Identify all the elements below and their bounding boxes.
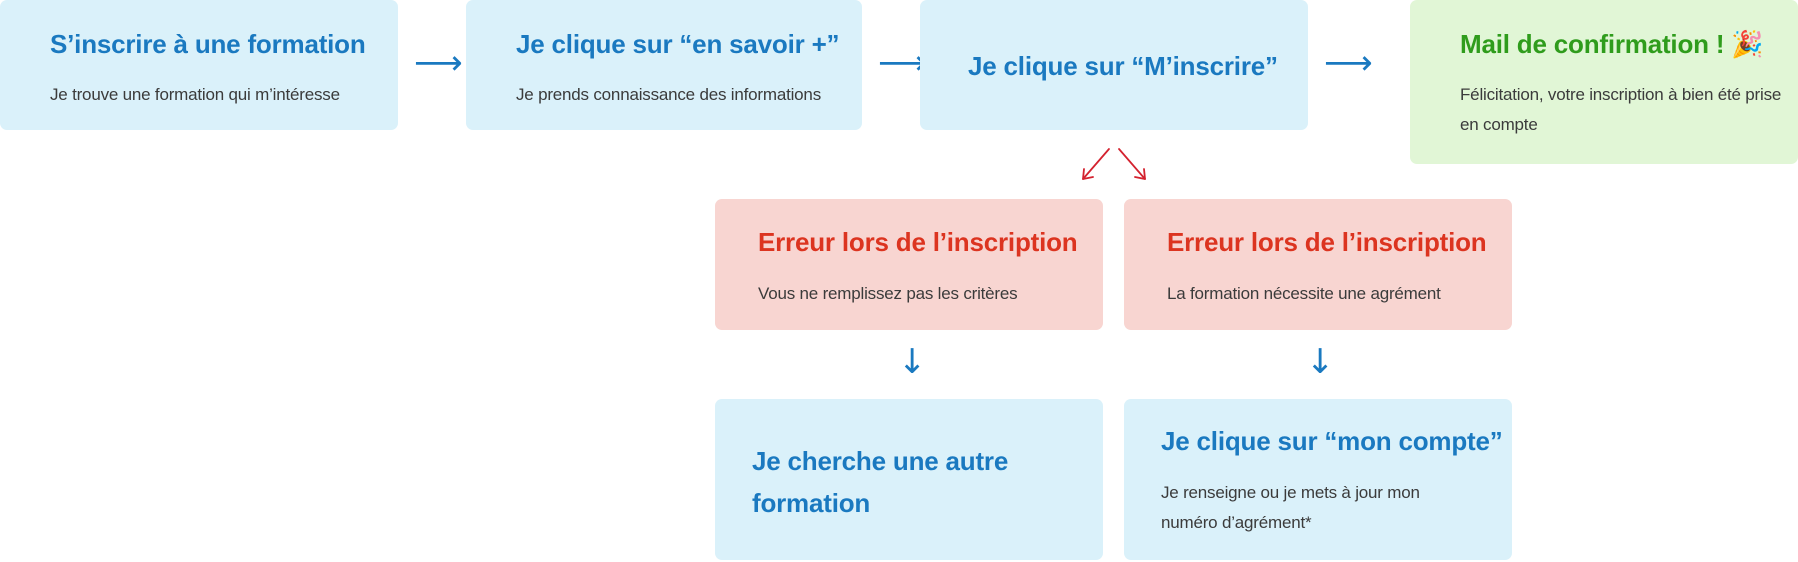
error-desc-agrement: La formation nécessite une agrément — [1167, 284, 1441, 303]
error-desc-criteres: Vous ne remplissez pas les critères — [758, 284, 1018, 303]
step-card-minscrire: Je clique sur “M’inscrire” — [920, 0, 1308, 130]
step-title-en-savoir-plus: Je clique sur “en savoir +” — [516, 29, 840, 59]
arrow-down-icon: ↓ — [898, 342, 927, 382]
error-card-criteres: Erreur lors de l’inscription Vous ne rem… — [715, 199, 1103, 330]
step-desc-en-savoir-plus: Je prends connaissance des informations — [516, 85, 821, 104]
error-card-agrement: Erreur lors de l’inscription La formatio… — [1124, 199, 1512, 330]
step-title-inscrire: S’inscrire à une formation — [50, 29, 366, 59]
outcome-desc-mon-compte: Je renseigne ou je mets à jour mon numér… — [1161, 483, 1420, 532]
outcome-title-autre-formation: Je cherche une autre formation — [752, 446, 1009, 518]
outcome-card-mon-compte: Je clique sur “mon compte” Je renseigne … — [1124, 399, 1512, 560]
step-card-inscrire: S’inscrire à une formation Je trouve une… — [0, 0, 398, 130]
arrow-right-icon: ⟶ — [1324, 43, 1373, 83]
outcome-title-mon-compte: Je clique sur “mon compte” — [1161, 426, 1503, 456]
arrow-right-icon: ⟶ — [414, 43, 463, 83]
step-title-confirmation: Mail de confirmation ! 🎉 — [1460, 29, 1764, 59]
step-card-en-savoir-plus: Je clique sur “en savoir +” Je prends co… — [466, 0, 862, 130]
arrow-down-icon: ↓ — [1306, 342, 1335, 382]
step-title-minscrire: Je clique sur “M’inscrire” — [968, 51, 1278, 81]
outcome-card-autre-formation: Je cherche une autre formation — [715, 399, 1103, 560]
error-title-agrement: Erreur lors de l’inscription — [1167, 227, 1487, 257]
step-card-confirmation: Mail de confirmation ! 🎉 Félicitation, v… — [1410, 0, 1798, 164]
step-desc-confirmation: Félicitation, votre inscription à bien é… — [1460, 85, 1782, 134]
step-desc-inscrire: Je trouve une formation qui m’intéresse — [50, 85, 340, 104]
error-title-criteres: Erreur lors de l’inscription — [758, 227, 1078, 257]
arrow-right-icon: ⟶ — [878, 43, 927, 83]
